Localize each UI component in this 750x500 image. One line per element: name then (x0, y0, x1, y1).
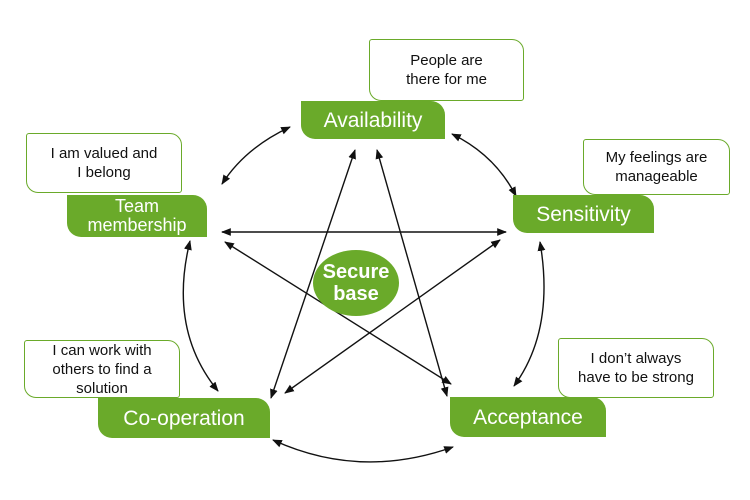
label-acceptance: Acceptance (450, 397, 606, 437)
label-cooperation: Co-operation (98, 398, 270, 438)
arrow-team-availability (221, 126, 291, 185)
callout-cooperation: I can work with others to find a solutio… (24, 340, 180, 398)
callout-availability: People are there for me (369, 39, 524, 101)
arrow-sensitivity-acceptance (513, 241, 546, 387)
center-line1: Secure (322, 261, 390, 283)
arrow-acceptance-cooperation (272, 439, 454, 463)
callout-sensitivity: My feelings are manageable (583, 139, 730, 195)
callout-team: I am valued and I belong (26, 133, 182, 193)
callout-acceptance: I don’t always have to be strong (558, 338, 714, 398)
center-line2: base (333, 283, 379, 305)
label-availability: Availability (301, 101, 445, 139)
label-sensitivity: Sensitivity (513, 195, 654, 233)
arrow-sensitivity-cooperation (284, 239, 501, 394)
label-team-membership: Team membership (67, 195, 207, 237)
secure-base-center: Secure base (313, 250, 399, 316)
arrow-availability-sensitivity (451, 133, 517, 197)
label-team-line1: Team (114, 196, 159, 216)
label-team-line2: membership (87, 215, 187, 235)
arrow-cooperation-team (182, 240, 219, 392)
